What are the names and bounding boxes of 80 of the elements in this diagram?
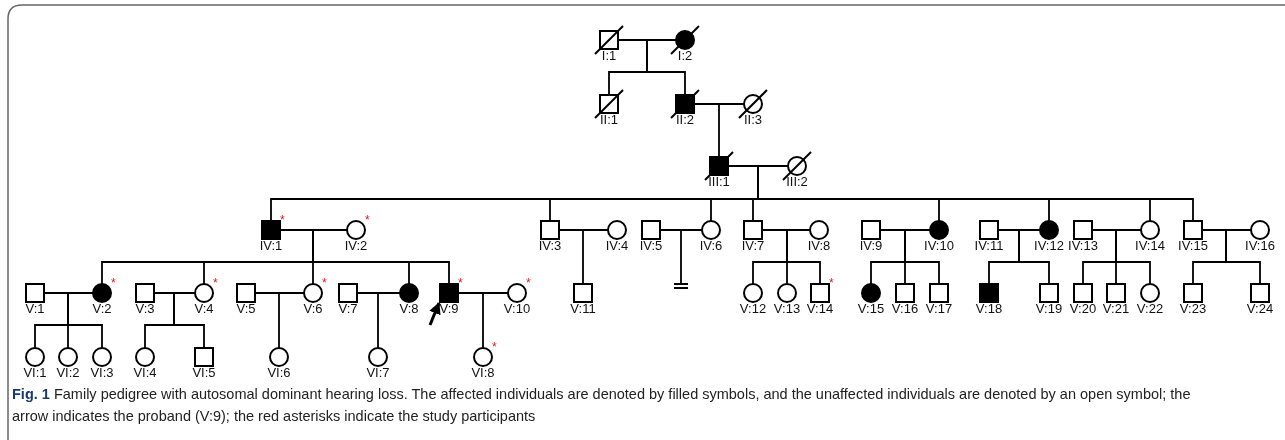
individual-id-label: VI:7 xyxy=(366,366,390,380)
individual-id-label: III:1 xyxy=(708,175,730,189)
asterisk-mark: * xyxy=(111,277,116,289)
individual-id-label: III:2 xyxy=(786,175,808,189)
individual-id-label: V:23 xyxy=(1179,302,1207,316)
individual-id-label: VI:3 xyxy=(90,366,114,380)
descent-line xyxy=(761,229,821,285)
asterisk-mark: * xyxy=(280,214,285,226)
individual-id-label: IV:2 xyxy=(344,239,368,253)
descent-line xyxy=(617,39,686,96)
individual-id-label: V:24 xyxy=(1246,302,1274,316)
individual-id-label: IV:12 xyxy=(1034,239,1064,253)
individual-id-label: VI:6 xyxy=(267,366,291,380)
individual-id-label: II:2 xyxy=(675,113,695,127)
individual-id-label: V:8 xyxy=(399,302,419,316)
individual-id-label: V:18 xyxy=(975,302,1003,316)
asterisk-mark: * xyxy=(213,277,218,289)
individual-id-label: IV:8 xyxy=(807,239,831,253)
descent-line xyxy=(153,292,205,349)
individual-id-label: IV:11 xyxy=(974,239,1004,253)
individual-id-label: IV:1 xyxy=(259,239,283,253)
individual-id-label: II:3 xyxy=(743,113,763,127)
individual-id-label: V:4 xyxy=(194,302,214,316)
individual-id-label: V:15 xyxy=(857,302,885,316)
asterisk-mark: * xyxy=(829,277,834,289)
individual-id-label: V:19 xyxy=(1035,302,1063,316)
individual-id-label: VI:5 xyxy=(192,366,216,380)
individual-id-label: IV:7 xyxy=(741,239,765,253)
descent-line xyxy=(279,229,450,285)
descent-line xyxy=(43,292,103,349)
asterisk-mark: * xyxy=(365,214,370,226)
descent-line xyxy=(693,103,720,158)
asterisk-mark: * xyxy=(526,277,531,289)
individual-id-label: V:3 xyxy=(135,302,155,316)
descent-line xyxy=(997,229,1050,285)
descent-line xyxy=(356,292,379,349)
individual-id-label: I:1 xyxy=(601,49,617,63)
individual-id-label: V:5 xyxy=(236,302,256,316)
descent-line xyxy=(1201,229,1261,285)
individual-id-label: V:1 xyxy=(25,302,45,316)
individual-id-label: VI:2 xyxy=(56,366,80,380)
individual-id-label: VI:4 xyxy=(133,366,157,380)
figure-caption: Fig. 1 Family pedigree with autosomal dominant hearing loss. The affected individuals are denoted by filled symbols, and the unaffected individuals are denoted by an open symbol; the arrow indicates the proband (V:9); the red asterisks indicate the study participants xyxy=(12,385,1192,426)
individual-id-label: II:1 xyxy=(599,113,619,127)
individual-id-label: IV:6 xyxy=(699,239,723,253)
individual-id-label: V:12 xyxy=(739,302,767,316)
descent-line xyxy=(659,229,682,284)
individual-id-label: V:2 xyxy=(92,302,112,316)
descent-line xyxy=(879,229,940,285)
descent-line xyxy=(254,292,280,349)
individual-id-label: V:13 xyxy=(773,302,801,316)
individual-id-label: V:16 xyxy=(891,302,919,316)
individual-id-label: V:10 xyxy=(503,302,531,316)
asterisk-mark: * xyxy=(492,341,497,353)
individual-id-label: IV:4 xyxy=(605,239,629,253)
individual-id-label: V:14 xyxy=(806,302,834,316)
individual-id-label: I:2 xyxy=(677,49,693,63)
individual-id-label: V:21 xyxy=(1102,302,1130,316)
individual-id-label: V:6 xyxy=(303,302,323,316)
asterisk-mark: * xyxy=(458,277,463,289)
individual-id-label: IV:9 xyxy=(859,239,883,253)
individual-id-label: V:22 xyxy=(1136,302,1164,316)
individual-id-label: V:7 xyxy=(338,302,358,316)
descent-line xyxy=(1091,229,1151,285)
individual-id-label: VI:1 xyxy=(23,366,47,380)
individual-id-label: IV:16 xyxy=(1245,239,1275,253)
proband-arrow xyxy=(428,301,441,326)
descent-line xyxy=(457,292,484,349)
individual-id-label: VI:8 xyxy=(471,366,495,380)
asterisk-mark: * xyxy=(322,277,327,289)
individual-id-label: V:17 xyxy=(925,302,953,316)
individual-id-label: V:20 xyxy=(1069,302,1097,316)
individual-id-label: IV:3 xyxy=(538,239,562,253)
individual-id-label: IV:10 xyxy=(924,239,954,253)
individual-id-label: IV:15 xyxy=(1178,239,1208,253)
individual-id-label: IV:14 xyxy=(1135,239,1165,253)
individual-id-label: IV:13 xyxy=(1068,239,1098,253)
individual-id-label: IV:5 xyxy=(639,239,663,253)
individual-id-label: V:11 xyxy=(570,302,596,316)
descent-line xyxy=(558,229,584,285)
